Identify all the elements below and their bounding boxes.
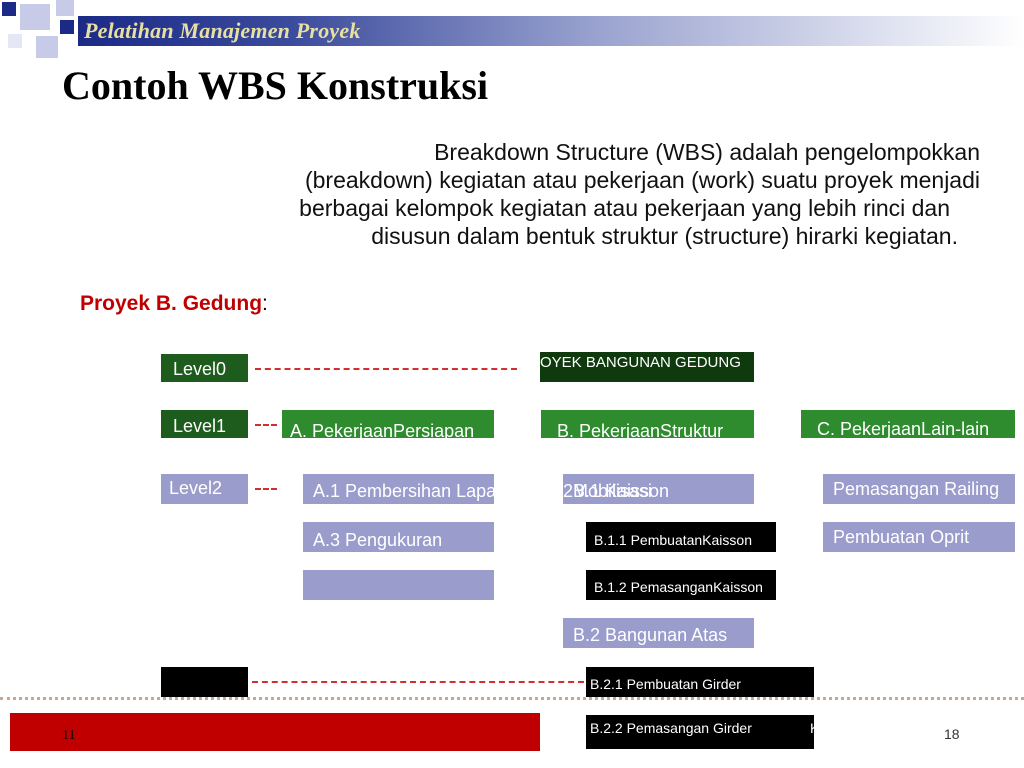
project-name: Proyek B. Gedung [80, 292, 263, 315]
wbs-c-oprit: Pembuatan Oprit [823, 522, 1015, 552]
wbs-b21-pembuatan-girder: B.2.1 Pembuatan Girder [586, 667, 814, 697]
wbs-root: OYEK BANGUNAN GEDUNG [540, 352, 754, 382]
wbs-a3-pengukuran: A.3 Pengukuran [303, 522, 494, 552]
wbs-b1-kaisson: 2B.1 Kaisson Mobilisasi [563, 474, 754, 504]
header-square [2, 2, 16, 16]
wbs-c-railing: Pemasangan Railing [823, 474, 1015, 504]
wbs-b1-kaisson-text: 2B.1 Kaisson [563, 481, 670, 501]
header-band [78, 16, 1024, 46]
footer-left-page: 11 [62, 728, 76, 743]
wbs-mobilisasi-text: Mobilisasi [573, 481, 653, 501]
wbs-b-struktur: B. PekerjaanStruktur [541, 410, 754, 438]
wbs-b22-pemasangan-girder: B.2.2 Pemasangan Girder [586, 715, 776, 749]
wbs-c-lain-lain: C. PekerjaanLain-lain [801, 410, 1015, 438]
project-colon: : [262, 292, 268, 315]
header-square [20, 4, 50, 30]
level-0-connector [255, 368, 517, 370]
wbs-empty-box [303, 570, 494, 600]
wbs-b12-pemasangan-kaisson: B.1.2 PemasanganKaisson [586, 570, 776, 600]
wbs-b2-extra-box: K [776, 715, 814, 749]
wbs-a-persiapan: A. PekerjaanPersiapan [282, 410, 494, 438]
project-label: Proyek B. Gedung: [80, 292, 268, 316]
header-square [56, 0, 74, 16]
level-3-label [161, 667, 248, 697]
header-title: Pelatihan Manajemen Proyek [84, 18, 361, 43]
intro-line: berbagai kelompok kegiatan atau pekerjaa… [299, 195, 950, 221]
footer-red-bar [10, 713, 540, 751]
header-square [8, 34, 22, 48]
intro-text: Breakdown Structure (WBS) adalah pengelo… [140, 136, 980, 252]
level-2-connector [255, 488, 277, 490]
wbs-a1-pembersihan: A.1 Pembersihan Lapa [303, 474, 494, 504]
wbs-b2-bangunan-atas: B.2 Bangunan Atas [563, 618, 754, 648]
intro-line: (breakdown) kegiatan atau pekerjaan (wor… [304, 167, 980, 193]
wbs-b2-extra-text: K [810, 720, 814, 736]
intro-line: Breakdown Structure (WBS) adalah pengelo… [434, 139, 980, 165]
level-1-connector [255, 424, 277, 426]
intro-line: disusun dalam bentuk struktur (structure… [371, 223, 958, 249]
slide-title: Contoh WBS Konstruksi [62, 63, 489, 108]
divider-dotted [0, 697, 1024, 700]
level-1-label: Level1 [161, 410, 248, 438]
wbs-b11-pembuatan-kaisson: B.1.1 PembuatanKaisson [586, 522, 776, 552]
footer-right-page: 18 [944, 726, 960, 742]
level-0-label: Level0 [161, 354, 248, 382]
level-3-connector [252, 681, 584, 683]
header-square [60, 20, 74, 34]
header-square [36, 36, 58, 58]
level-2-label: Level2 [161, 474, 248, 504]
